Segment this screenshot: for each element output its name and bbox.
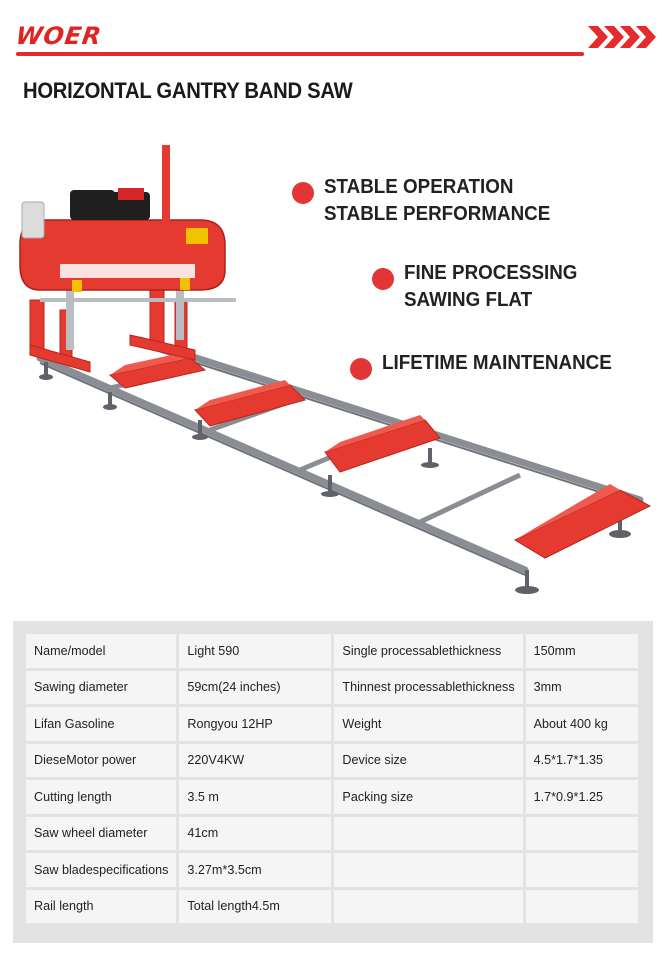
spec-value: 3mm — [525, 670, 638, 704]
table-row: Cutting length 3.5 m Packing size 1.7*0.… — [26, 780, 638, 814]
spec-label: Sawing diameter — [26, 670, 177, 704]
spec-label: Single processablethickness — [334, 634, 523, 668]
spec-value — [525, 889, 638, 923]
table-row: Lifan Gasoline Rongyou 12HP Weight About… — [26, 707, 638, 741]
spec-value: 3.27m*3.5cm — [179, 853, 332, 887]
spec-value: 1.7*0.9*1.25 — [525, 780, 638, 814]
spec-value: 59cm(24 inches) — [179, 670, 332, 704]
spec-value: About 400 kg — [525, 707, 638, 741]
spec-label — [334, 889, 523, 923]
spec-label: Thinnest processablethickness — [334, 670, 523, 704]
table-row: Rail length Total length4.5m — [26, 889, 638, 923]
spec-value: 4.5*1.7*1.35 — [525, 743, 638, 777]
bullet-dot-icon — [350, 358, 372, 380]
spec-value: Light 590 — [179, 634, 332, 668]
spec-label: Rail length — [26, 889, 177, 923]
table-row: Name/model Light 590 Single processablet… — [26, 634, 638, 668]
band-saw-product-image — [19, 145, 652, 594]
spec-label: Packing size — [334, 780, 523, 814]
spec-label: Device size — [334, 743, 523, 777]
brand-logo: WOER — [14, 22, 151, 50]
table-row: Saw wheel diameter 41cm — [26, 816, 638, 850]
spec-label: Weight — [334, 707, 523, 741]
spec-value: 220V4KW — [179, 743, 332, 777]
spec-label — [334, 853, 523, 887]
table-row: DieseMotor power 220V4KW Device size 4.5… — [26, 743, 638, 777]
table-row: Saw bladespecifications 3.27m*3.5cm — [26, 853, 638, 887]
spec-label: Lifan Gasoline — [26, 707, 177, 741]
header-divider — [16, 52, 584, 56]
spec-label: DieseMotor power — [26, 743, 177, 777]
spec-value — [525, 816, 638, 850]
feature-line: SAWING FLAT — [404, 289, 533, 311]
feature-processing: FINE PROCESSING SAWING FLAT — [372, 260, 588, 314]
brand-logo-text: WOER — [14, 22, 104, 50]
spec-value: 41cm — [179, 816, 332, 850]
spec-label: Name/model — [26, 634, 177, 668]
bullet-dot-icon — [292, 182, 314, 204]
spec-value: Total length4.5m — [179, 889, 332, 923]
spec-value — [525, 853, 638, 887]
bullet-dot-icon — [372, 268, 394, 290]
spec-label — [334, 816, 523, 850]
feature-line: STABLE OPERATION — [324, 176, 514, 198]
spec-label: Saw wheel diameter — [26, 816, 177, 850]
feature-line: STABLE PERFORMANCE — [324, 203, 551, 225]
table-row: Sawing diameter 59cm(24 inches) Thinnest… — [26, 670, 638, 704]
spec-value: 150mm — [525, 634, 638, 668]
spec-value: 3.5 m — [179, 780, 332, 814]
feature-stable: STABLE OPERATION STABLE PERFORMANCE — [292, 174, 565, 228]
feature-line: FINE PROCESSING — [404, 262, 578, 284]
spec-table: Name/model Light 590 Single processablet… — [23, 631, 641, 926]
spec-table-panel: Name/model Light 590 Single processablet… — [13, 621, 653, 943]
feature-line: LIFETIME MAINTENANCE — [382, 352, 612, 374]
spec-label: Cutting length — [26, 780, 177, 814]
chevron-right-icon — [588, 26, 656, 48]
feature-maintenance: LIFETIME MAINTENANCE — [350, 350, 626, 380]
spec-value: Rongyou 12HP — [179, 707, 332, 741]
spec-label: Saw bladespecifications — [26, 853, 177, 887]
page-title: HORIZONTAL GANTRY BAND SAW — [23, 78, 353, 103]
